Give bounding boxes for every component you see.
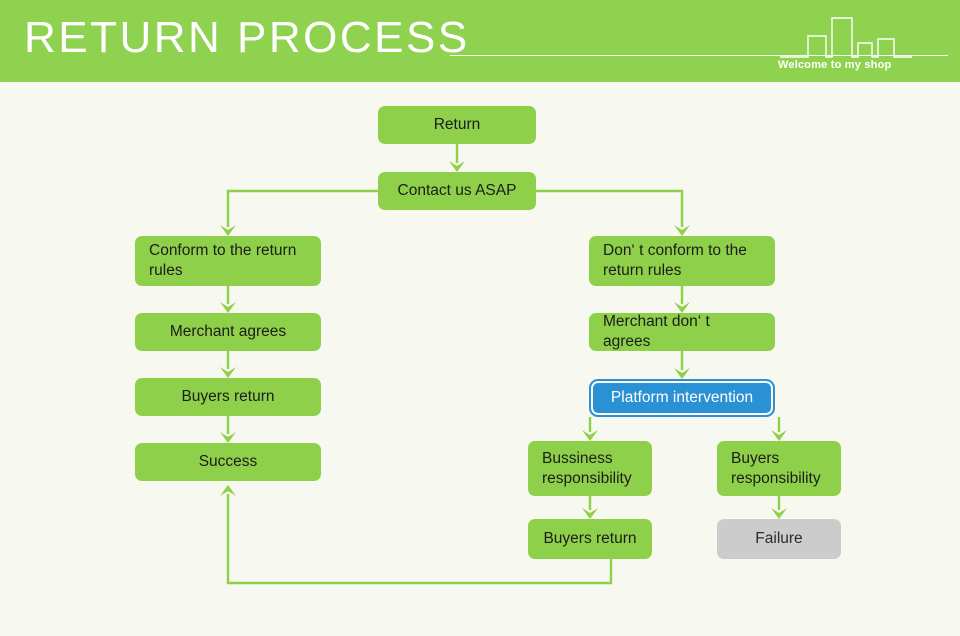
title-underline-rule <box>450 55 948 56</box>
node-conform-to-return-rules-label: Conform to the return rules <box>149 242 297 279</box>
node-conform-to-return-rules[interactable]: Conform to the return rules <box>135 236 321 286</box>
node-bussiness-responsibility-label: Bussiness responsibility <box>542 449 632 487</box>
node-merchant-dont-agrees[interactable]: Merchant don‘ t agrees <box>589 313 775 351</box>
node-merchant-agrees[interactable]: Merchant agrees <box>135 313 321 351</box>
node-success-label: Success <box>198 453 258 470</box>
arrowhead-down-not-conform <box>674 225 690 236</box>
node-platform-intervention[interactable]: Platform intervention <box>589 379 775 417</box>
edge-contact-to-conform <box>226 189 378 227</box>
arrowhead-down-success <box>220 432 236 443</box>
node-buyers-responsibility-label: Buyers responsibility <box>731 449 821 487</box>
arrowhead-down-buyers-return-bottom <box>582 508 598 519</box>
page-title: RETURN PROCESS <box>24 13 470 62</box>
arrowheads <box>220 161 787 519</box>
node-return[interactable]: Return <box>378 106 536 144</box>
arrowhead-down-failure <box>771 508 787 519</box>
node-buyers-return-bottom-label: Buyers return <box>543 530 637 547</box>
node-buyers-return-bottom[interactable]: Buyers return <box>528 519 652 559</box>
arrowhead-down-merchant-disagree <box>674 302 690 313</box>
node-bussiness-responsibility[interactable]: Bussiness responsibility <box>528 441 652 496</box>
arrowhead-down-conform <box>220 225 236 236</box>
node-buyers-responsibility[interactable]: Buyers responsibility <box>717 441 841 496</box>
arrowhead-down-buyers-resp <box>771 430 787 441</box>
node-return-label: Return <box>433 116 481 133</box>
edge-contact-to-not-conform <box>536 189 684 227</box>
node-merchant-agrees-label: Merchant agrees <box>169 323 287 340</box>
node-merchant-dont-agrees-label: Merchant don‘ t agrees <box>603 313 710 350</box>
skyline-bars-icon <box>780 17 912 58</box>
node-contact-us-asap[interactable]: Contact us ASAP <box>378 172 536 210</box>
arrowhead-down-merchant-agrees <box>220 302 236 313</box>
node-failure[interactable]: Failure <box>717 519 841 559</box>
node-platform-intervention-label: Platform intervention <box>610 389 754 406</box>
header-bar: RETURN PROCESS Welcome to my shop <box>0 0 960 82</box>
arrowhead-down-contact <box>449 161 465 172</box>
node-buyers-return-left[interactable]: Buyers return <box>135 378 321 416</box>
arrowhead-down-business-resp <box>582 430 598 441</box>
arrowhead-down-platform <box>674 368 690 379</box>
node-buyers-return-left-label: Buyers return <box>181 388 275 405</box>
node-contact-us-asap-label: Contact us ASAP <box>397 182 517 199</box>
arrowhead-down-buyers-return-left <box>220 367 236 378</box>
node-success[interactable]: Success <box>135 443 321 481</box>
arrowhead-up-success-loop <box>220 485 236 496</box>
node-dont-conform-to-return-rules-label: Don‘ t conform to the return rules <box>603 242 747 279</box>
node-dont-conform-to-return-rules[interactable]: Don‘ t conform to the return rules <box>589 236 775 286</box>
header-subtitle: Welcome to my shop <box>778 59 892 71</box>
edge-buyersreturn-to-success <box>226 494 613 585</box>
node-failure-label: Failure <box>755 530 803 547</box>
